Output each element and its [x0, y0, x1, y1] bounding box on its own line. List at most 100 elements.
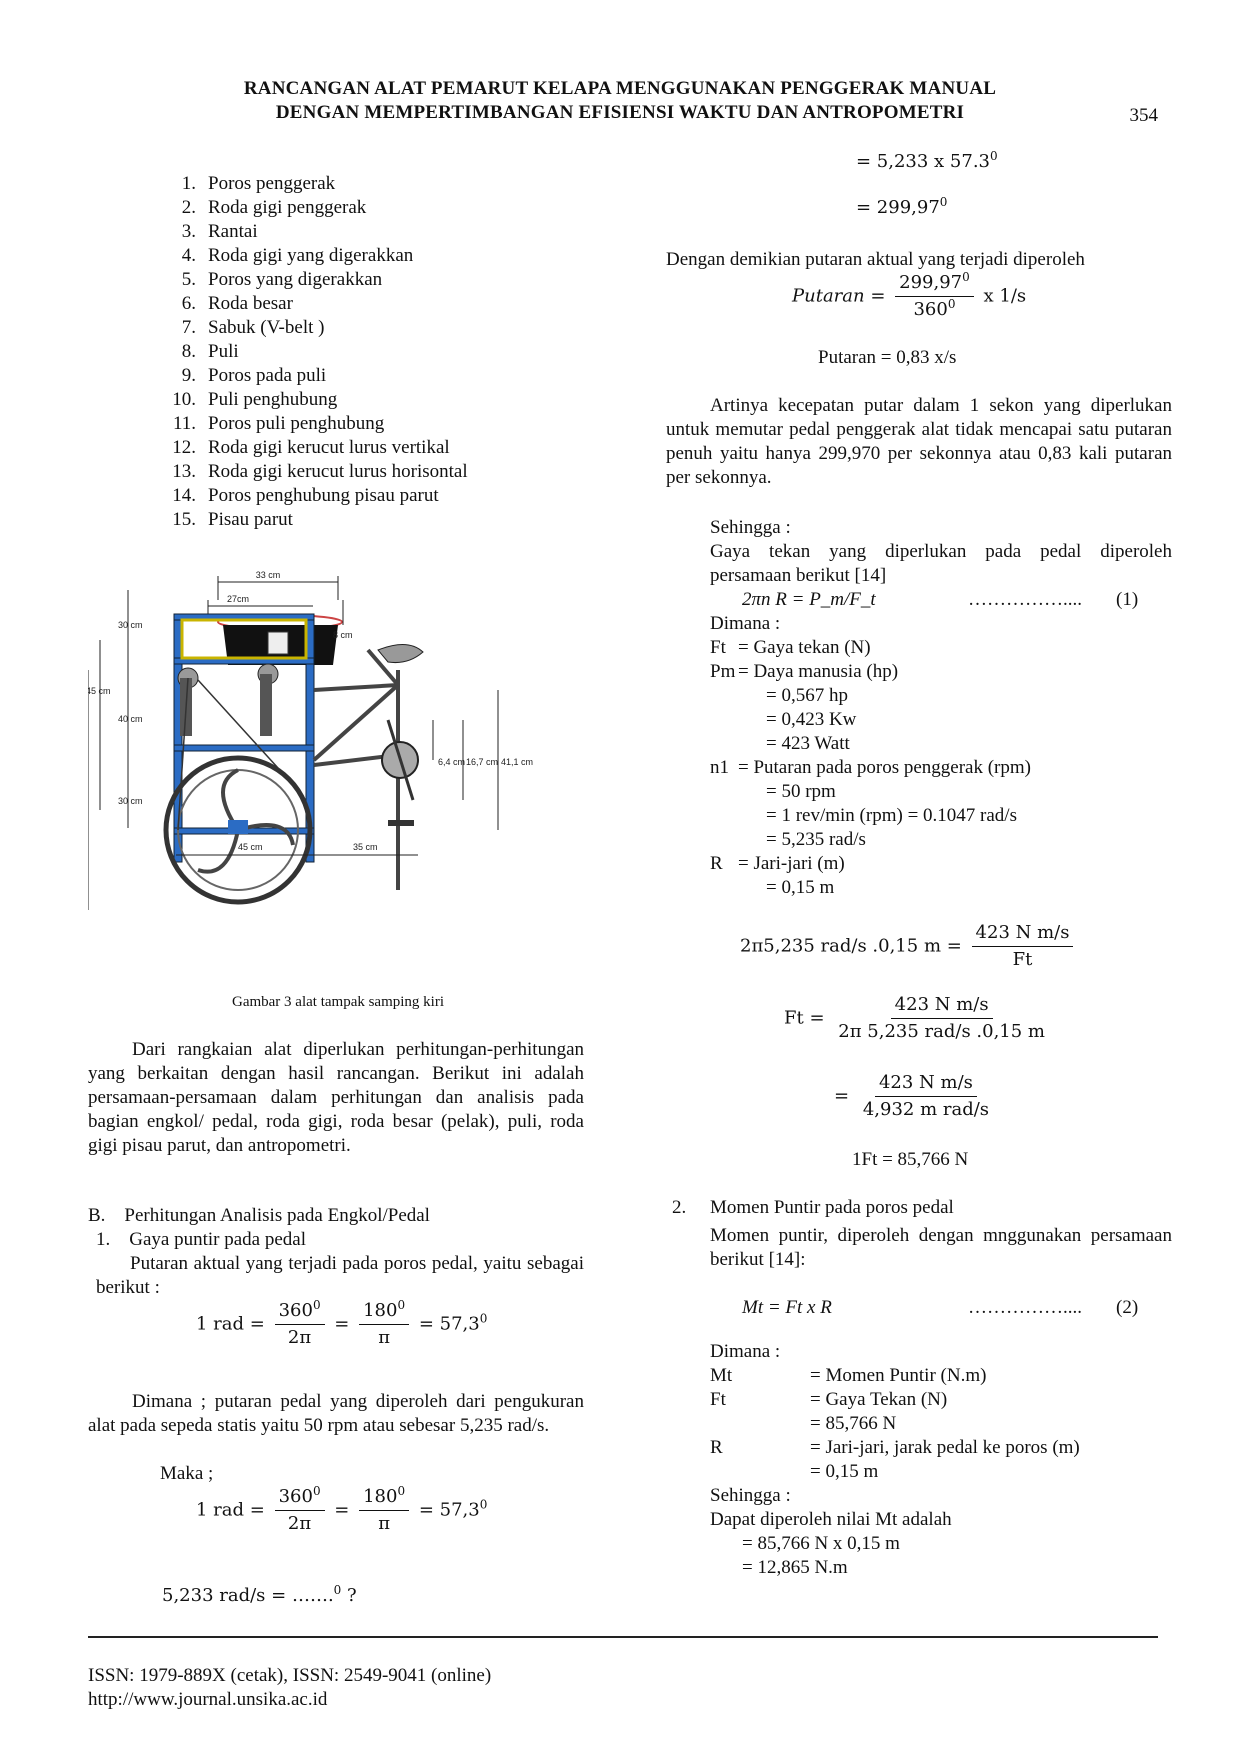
parts-list-number: 11.	[172, 413, 196, 434]
figure-caption: Gambar 3 alat tampak samping kiri	[231, 994, 445, 1010]
parts-list-number: 7.	[181, 317, 196, 338]
definition-value: = 85,766 N	[810, 1413, 897, 1434]
definition-row: Pm= Daya manusia (hp)	[710, 660, 1031, 684]
parts-list-number: 8.	[181, 341, 196, 362]
definition-row: n1 = Putaran pada poros penggerak (rpm)	[710, 756, 1031, 780]
equation-2-dots: ……………....	[968, 1297, 1082, 1318]
definition-key: Pm	[710, 661, 736, 682]
item-1-heading: 1. Gaya puntir pada pedal	[96, 1229, 306, 1250]
equation-1: 2πn R = P_m/F_t	[742, 589, 876, 610]
paragraph-momen: Momen puntir, diperoleh dengan mnggunaka…	[710, 1225, 1172, 1270]
definition-value: = Jari-jari, jarak pedal ke poros (m)	[810, 1437, 1080, 1458]
running-title-line2: DENGAN MEMPERTIMBANGAN EFISIENSI WAKTU D…	[275, 102, 965, 123]
parts-list-text: Puli	[208, 341, 239, 362]
ft-result: 1Ft = 85,766 N	[852, 1149, 969, 1170]
parts-list-number: 10.	[172, 389, 196, 410]
definition-key: Mt	[710, 1365, 733, 1386]
parts-list-number: 14.	[172, 485, 196, 506]
paragraph-artinya: Artinya kecepatan putar dalam 1 sekon ya…	[666, 395, 1172, 488]
definition-value: = Daya manusia (hp)	[738, 661, 899, 682]
parts-list-number: 13.	[172, 461, 196, 482]
sehingga-2-label: Sehingga :	[710, 1485, 791, 1506]
parts-list-item: 15.Pisau parut	[158, 508, 468, 532]
definition-value: = Gaya tekan (N)	[738, 637, 871, 658]
parts-list-item: 14. Poros penghubung pisau parut	[158, 484, 468, 508]
definition-row: = 50 rpm	[710, 780, 1031, 804]
footer-rule	[88, 1636, 1158, 1638]
definition-value: = 0,423 Kw	[766, 709, 857, 730]
parts-list-text: Roda besar	[208, 293, 293, 314]
parts-list-text: Roda gigi penggerak	[208, 197, 367, 218]
parts-list-number: 12.	[172, 437, 196, 458]
dim-41-1cm: 41,1 cm	[501, 757, 533, 767]
definition-row: R= Jari-jari (m)	[710, 852, 1031, 876]
parts-list-text: Roda gigi yang digerakkan	[208, 245, 414, 266]
parts-list-item: 11. Poros puli penghubung	[158, 412, 468, 436]
dim-33cm: 33 cm	[256, 570, 281, 580]
definition-row: = 423 Watt	[710, 732, 1031, 756]
dim-30cm-bottom: 30 cm	[118, 796, 143, 806]
page-number: 354	[1129, 105, 1159, 126]
parts-list-number: 2.	[181, 197, 196, 218]
parts-list-number: 6.	[181, 293, 196, 314]
parts-list-item: 12.Roda gigi kerucut lurus vertikal	[158, 436, 468, 460]
parts-list-item: 6. Roda besar	[158, 292, 468, 316]
definition-row: = 0,567 hp	[710, 684, 1031, 708]
dim-45cm-bottom: 45 cm	[238, 842, 263, 852]
parts-list-text: Roda gigi kerucut lurus horisontal	[208, 461, 468, 482]
dim-45cm-left: 45 cm	[88, 686, 111, 696]
definition-key: n1	[710, 757, 729, 778]
equation-1-dots: ……………....	[968, 589, 1082, 610]
parts-list-item: 9.Poros pada puli	[158, 364, 468, 388]
definition-value: = 0,15 m	[766, 877, 835, 898]
definition-value: = Gaya Tekan (N)	[810, 1389, 948, 1410]
dim-30cm-top: 30 cm	[118, 620, 143, 630]
definition-value: = Jari-jari (m)	[738, 853, 845, 874]
parts-list-item: 7. Sabuk (V-belt )	[158, 316, 468, 340]
parts-list-item: 1.Poros penggerak	[158, 172, 468, 196]
parts-list-item: 10.Puli penghubung	[158, 388, 468, 412]
dimana-2-label: Dimana :	[710, 1341, 781, 1362]
definition-row: = 1 rev/min (rpm) = 0.1047 rad/s	[710, 804, 1031, 828]
item-2-heading: Momen Puntir pada poros pedal	[710, 1197, 954, 1218]
footer-url[interactable]: http://www.journal.unsika.ac.id	[88, 1689, 328, 1710]
dim-40cm: 40 cm	[118, 714, 143, 724]
definitions-1: Ft= Gaya tekan (N)Pm= Daya manusia (hp)=…	[710, 636, 1031, 900]
mt-calc-1: = 85,766 N x 0,15 m	[742, 1533, 900, 1554]
parts-list-text: Poros pada puli	[208, 365, 327, 386]
running-title-line1: RANCANGAN ALAT PEMARUT KELAPA MENGGUNAKA…	[243, 78, 997, 99]
parts-list-item: 13. Roda gigi kerucut lurus horisontal	[158, 460, 468, 484]
parts-list-item: 2. Roda gigi penggerak	[158, 196, 468, 220]
putaran-result: Putaran = 0,83 x/s	[818, 347, 957, 368]
definition-row: = 85,766 N	[710, 1412, 1080, 1436]
parts-list-text: Sabuk (V-belt )	[208, 317, 325, 338]
definition-row: = 0,15 m	[710, 1460, 1080, 1484]
equation-1-number: (1)	[1116, 589, 1139, 610]
definition-key: Ft	[710, 1389, 726, 1410]
definition-value: = Putaran pada poros penggerak (rpm)	[738, 757, 1031, 778]
dimana-label: Dimana :	[710, 613, 781, 634]
parts-list-number: 4.	[181, 245, 196, 266]
dim-8cm: 8 cm	[333, 630, 353, 640]
parts-list-item: 8. Puli	[158, 340, 468, 364]
equation-2-number: (2)	[1116, 1297, 1139, 1318]
definition-value: = 5,235 rad/s	[766, 829, 866, 850]
parts-list-text: Poros puli penghubung	[208, 413, 385, 434]
parts-list-text: Poros penggerak	[208, 173, 336, 194]
parts-list-text: Poros penghubung pisau parut	[208, 485, 439, 506]
definition-row: = 0,15 m	[710, 876, 1031, 900]
parts-list-text: Rantai	[208, 221, 258, 242]
definitions-2: Mt= Momen Puntir (N.m)Ft= Gaya Tekan (N)…	[710, 1364, 1080, 1484]
figure-side-view: 33 cm 27cm 6,4 cm 16,7 cm	[88, 570, 533, 910]
definition-row: = 0,423 Kw	[710, 708, 1031, 732]
parts-list-item: 5.Poros yang digerakkan	[158, 268, 468, 292]
paragraph-putaran: Putaran aktual yang terjadi pada poros p…	[96, 1253, 584, 1298]
definition-value: = 0,15 m	[810, 1461, 879, 1482]
paragraph-dengan: Dengan demikian putaran aktual yang terj…	[666, 249, 1085, 270]
parts-list-text: Pisau parut	[208, 509, 293, 530]
